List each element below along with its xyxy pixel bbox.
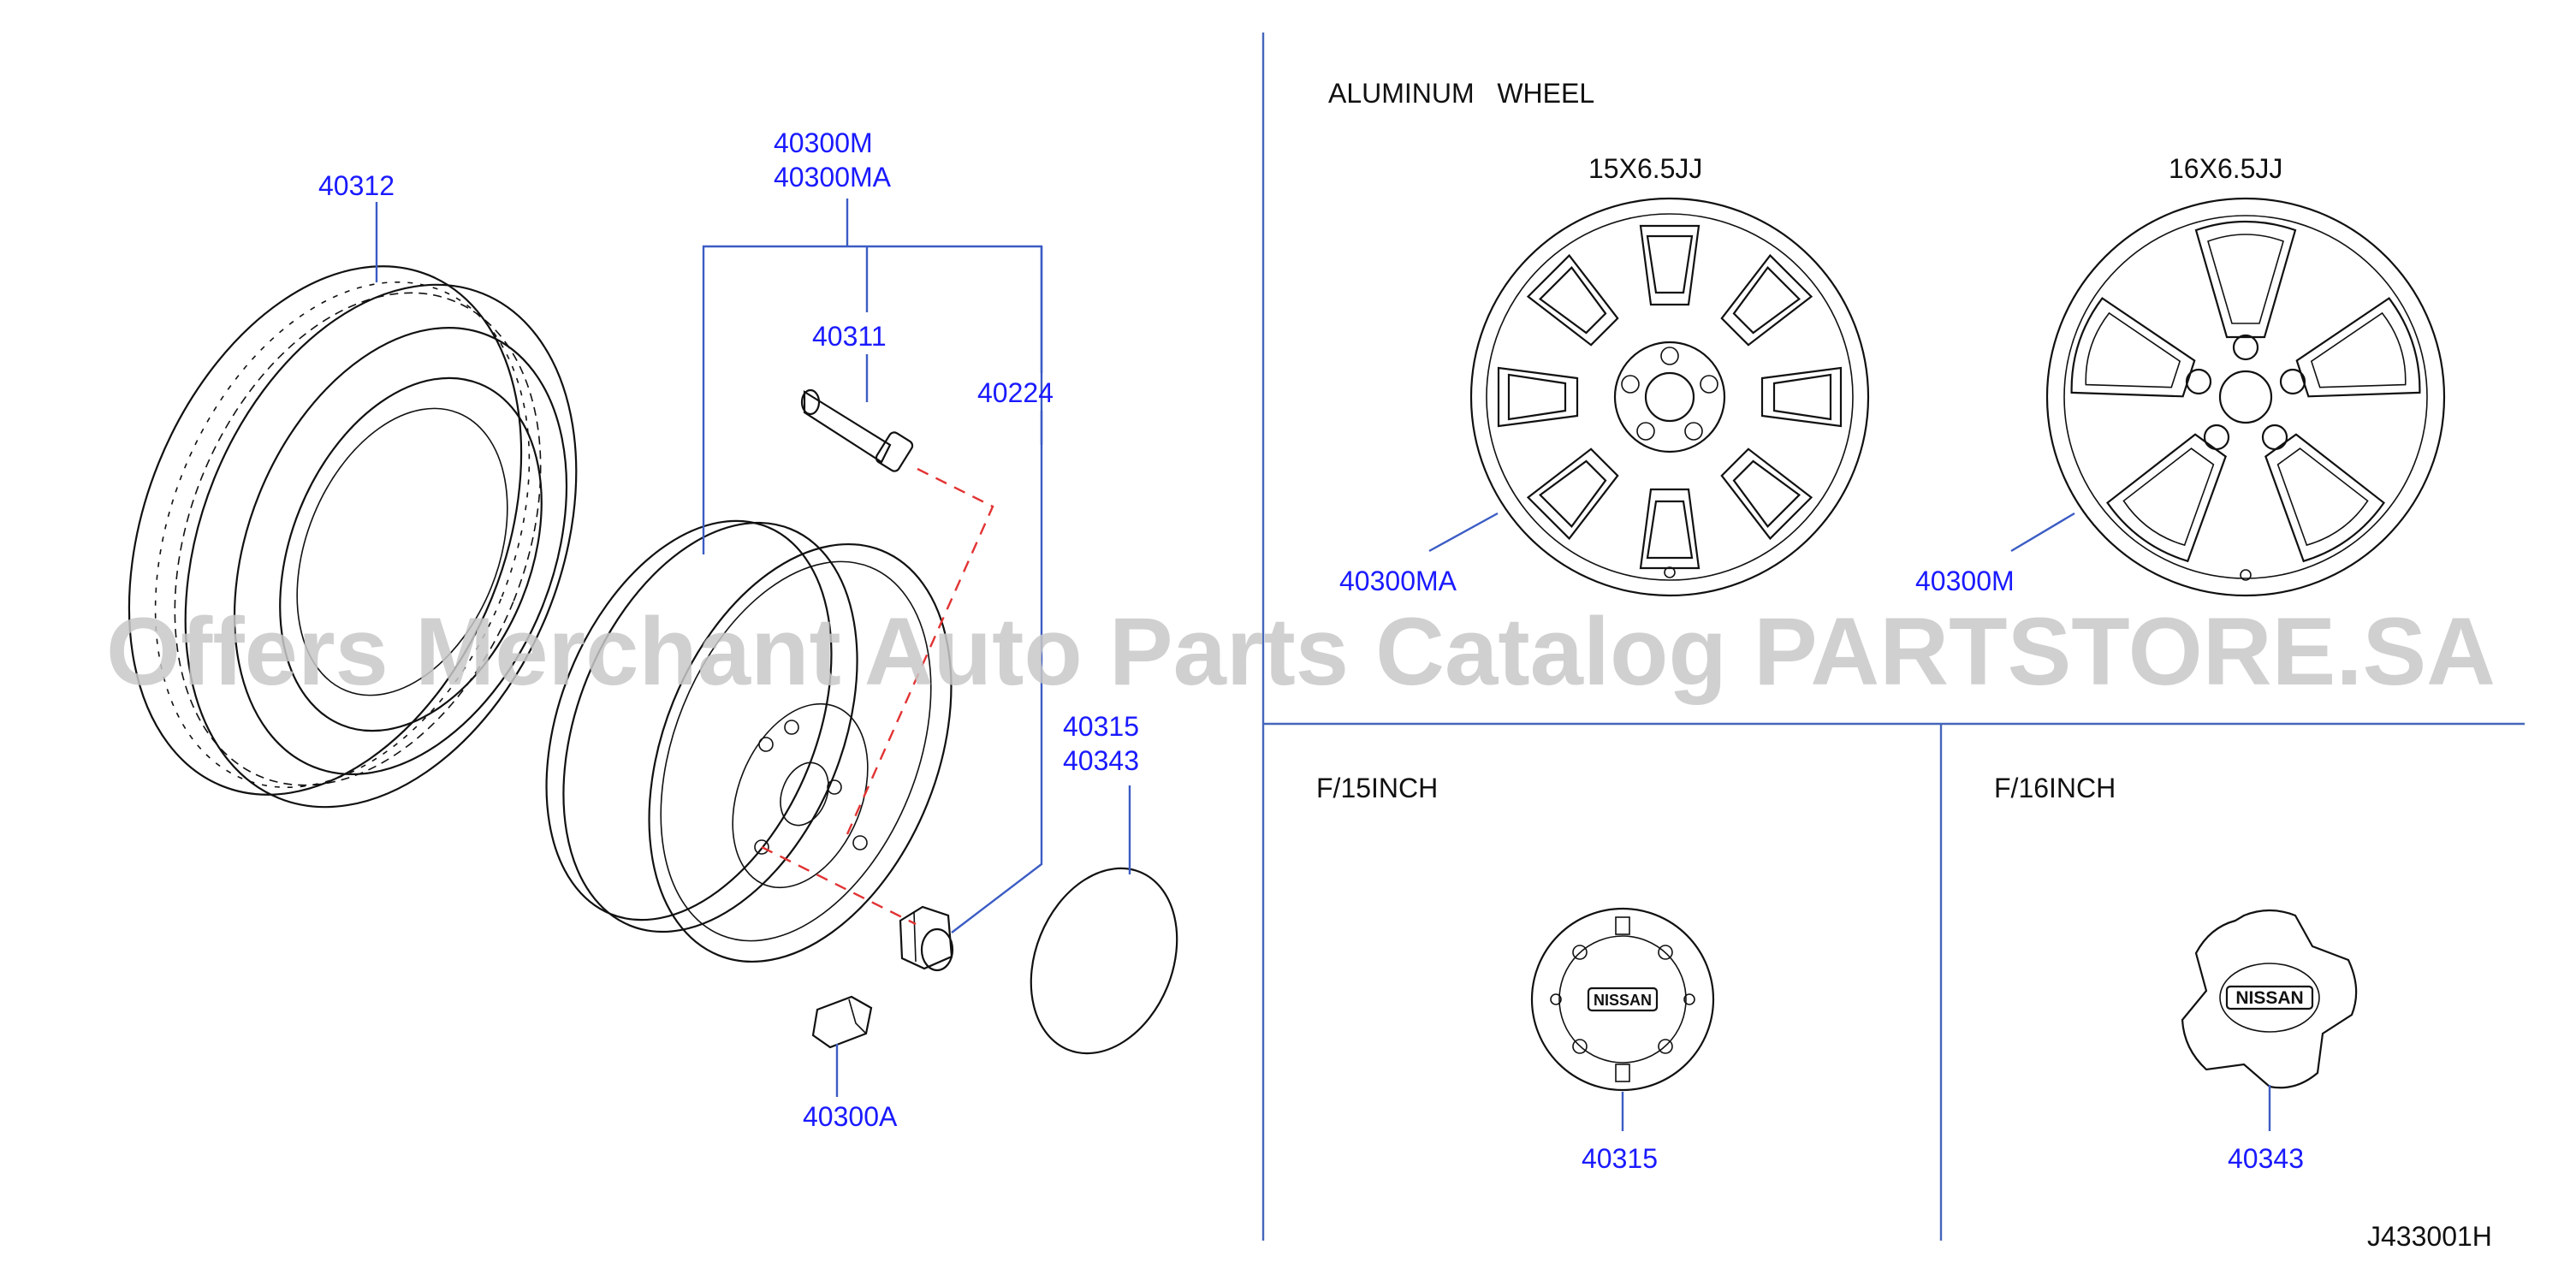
tire-drawing <box>128 265 578 809</box>
label-cap-2: 40343 <box>1063 745 1139 776</box>
wheel-16-drawing <box>2045 197 2446 597</box>
lug-nut-drawing <box>899 905 954 972</box>
wheel-16-part: 40300M <box>1915 566 2015 596</box>
wheel-15-size: 15X6.5JJ <box>1588 153 1702 184</box>
label-valve: 40311 <box>812 321 887 352</box>
label-wheel-assy-1: 40300M <box>774 127 873 158</box>
leader-lines <box>375 199 1131 1097</box>
diagram-code: J433001H <box>2367 1221 2492 1252</box>
assembly-dashed-lines <box>761 467 994 926</box>
center-cap-drawing <box>1030 867 1178 1055</box>
steel-wheel-drawing <box>545 519 953 963</box>
wheel-15-part: 40300MA <box>1339 566 1457 596</box>
cap-16-drawing: NISSAN <box>2181 909 2358 1089</box>
panel-dividers <box>1261 33 2525 1241</box>
label-tire: 40312 <box>318 170 395 201</box>
cap-15-drawing: NISSAN <box>1530 907 1715 1092</box>
balance-weight-drawing <box>811 995 873 1049</box>
cap16-emblem: NISSAN <box>2235 988 2303 1008</box>
watermark: Offers Merchant Auto Parts Catalog PARTS… <box>106 598 2496 705</box>
label-balance-weight: 40300A <box>803 1101 898 1132</box>
wheel-15-drawing <box>1469 197 1870 597</box>
label-wheel-assy-2: 40300MA <box>774 162 892 193</box>
cap15-title: F/15INCH <box>1316 773 1438 803</box>
valve-drawing <box>800 388 914 472</box>
left-labels: 40312 40300M 40300MA 40311 40224 40315 4… <box>318 127 1139 1132</box>
cap16-title: F/16INCH <box>1994 773 2116 803</box>
aluminum-wheel-title: ALUMINUM WHEEL <box>1328 78 1594 109</box>
cap16-part: 40343 <box>2228 1143 2304 1174</box>
label-cap-1: 40315 <box>1063 711 1139 742</box>
wheel-16-size: 16X6.5JJ <box>2169 153 2282 184</box>
cap15-emblem: NISSAN <box>1594 992 1652 1009</box>
cap15-part: 40315 <box>1582 1143 1658 1174</box>
label-nut: 40224 <box>977 377 1054 408</box>
